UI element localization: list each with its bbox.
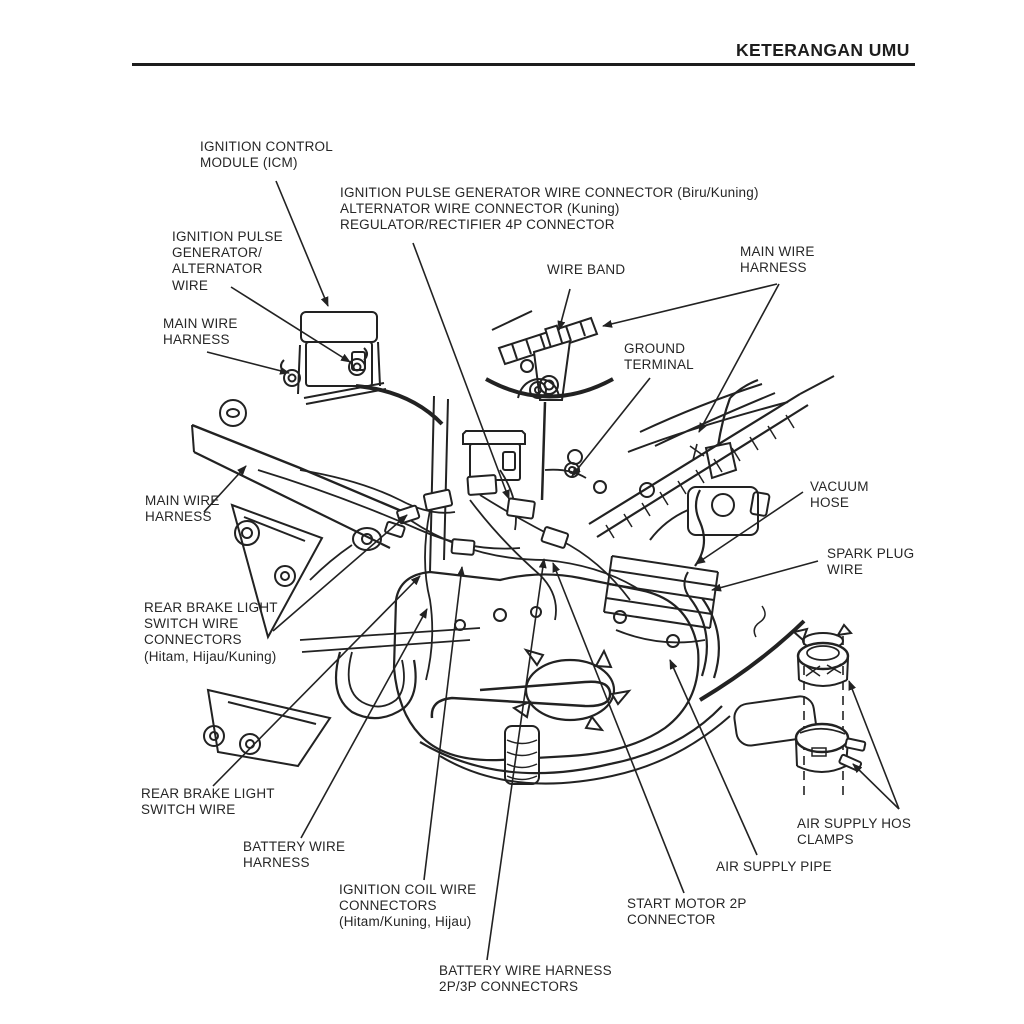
label-ignition-coil-connectors: IGNITION COIL WIRE CONNECTORS (Hitam/Kun…: [339, 882, 477, 930]
label-air-supply-pipe: AIR SUPPLY PIPE: [716, 859, 832, 874]
label-rear-brake-switch-wire: REAR BRAKE LIGHT SWITCH WIRE: [141, 786, 275, 818]
label-ignition-control-module: IGNITION CONTROL MODULE (ICM): [200, 139, 333, 171]
header-rule: [132, 63, 915, 66]
label-connector-group: IGNITION PULSE GENERATOR WIRE CONNECTOR …: [340, 185, 759, 233]
engine-drawing: [191, 375, 835, 785]
label-battery-wire-harness: BATTERY WIRE HARNESS: [243, 839, 346, 871]
label-battery-2p3p-connectors: BATTERY WIRE HARNESS 2P/3P CONNECTORS: [439, 963, 612, 995]
label-ground-terminal: GROUND TERMINAL: [624, 341, 694, 373]
icm-inset: [280, 311, 444, 426]
label-air-supply-hose-clamps: AIR SUPPLY HOS CLAMPS: [797, 816, 912, 848]
label-ignition-pulse-generator-wire: IGNITION PULSE GENERATOR/ ALTERNATOR WIR…: [172, 229, 283, 293]
label-spark-plug-wire: SPARK PLUG WIRE: [827, 546, 915, 578]
label-main-wire-harness-top-left: MAIN WIRE HARNESS: [163, 316, 238, 348]
hose-clamps-inset: [791, 623, 867, 798]
label-main-wire-harness-top-right: MAIN WIRE HARNESS: [740, 244, 815, 276]
label-rear-brake-connectors: REAR BRAKE LIGHT SWITCH WIRE CONNECTORS …: [144, 600, 278, 664]
page-title: KETERANGAN UMU: [736, 40, 910, 60]
label-wire-band: WIRE BAND: [547, 262, 626, 277]
label-start-motor-connector: START MOTOR 2P CONNECTOR: [627, 896, 747, 928]
label-vacuum-hose: VACUUM HOSE: [810, 479, 869, 511]
leader-lines: [203, 180, 900, 961]
label-main-wire-harness-left: MAIN WIRE HARNESS: [145, 493, 220, 525]
